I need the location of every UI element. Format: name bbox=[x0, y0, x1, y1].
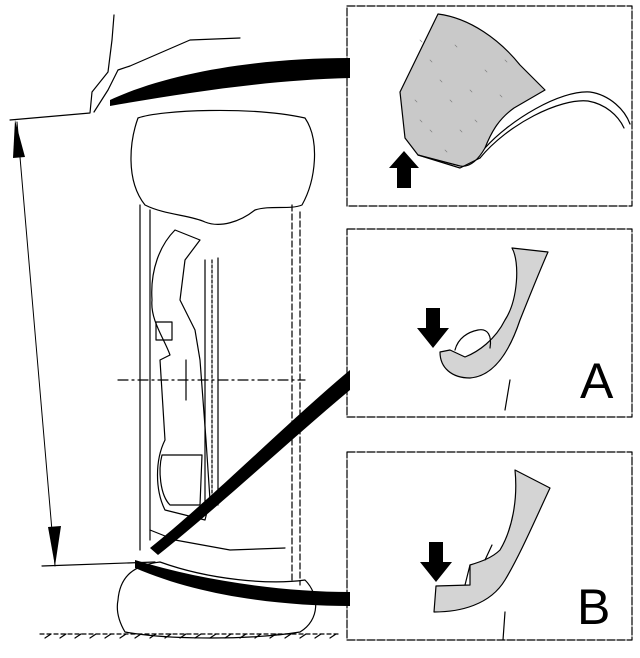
ground-hatch bbox=[44, 633, 337, 639]
lower-arm bbox=[149, 529, 286, 551]
lower-arc-band bbox=[135, 560, 350, 606]
inset-top-arrow bbox=[389, 151, 419, 188]
inset-top-panel-edge bbox=[417, 154, 481, 169]
inset-a-panel bbox=[439, 247, 549, 379]
diagonal-strap bbox=[150, 370, 350, 555]
inset-top-section bbox=[399, 13, 546, 167]
upper-tyre bbox=[130, 109, 316, 225]
fender-outline bbox=[9, 14, 115, 121]
measurement-line bbox=[16, 121, 56, 567]
reference-line-bottom bbox=[41, 561, 156, 567]
hub bbox=[159, 454, 203, 506]
inset-top-frame bbox=[346, 5, 633, 207]
lower-tyre bbox=[116, 561, 317, 639]
wheel-arch-band bbox=[110, 58, 350, 106]
inset-b-frame bbox=[346, 451, 633, 641]
inset-a-line bbox=[504, 379, 511, 411]
inset-b-line bbox=[502, 611, 506, 641]
arrow-head-bottom bbox=[48, 526, 61, 566]
inset-a-arrow bbox=[417, 308, 449, 348]
inset-b-label: B bbox=[577, 579, 611, 635]
fender-lip bbox=[93, 37, 241, 113]
arrow-head-top bbox=[13, 120, 25, 158]
inset-b-panel bbox=[433, 469, 551, 613]
inset-top-panel-inner bbox=[479, 100, 625, 159]
inset-b-arrow bbox=[420, 542, 452, 582]
inset-a-label: A bbox=[580, 353, 614, 409]
inset-top-panel-outer bbox=[484, 91, 631, 149]
inset-a-lip bbox=[454, 329, 492, 351]
inset-top-stipple bbox=[414, 39, 508, 153]
inset-b-lip bbox=[464, 544, 493, 586]
nut bbox=[155, 321, 173, 341]
inset-a-frame bbox=[346, 228, 633, 418]
